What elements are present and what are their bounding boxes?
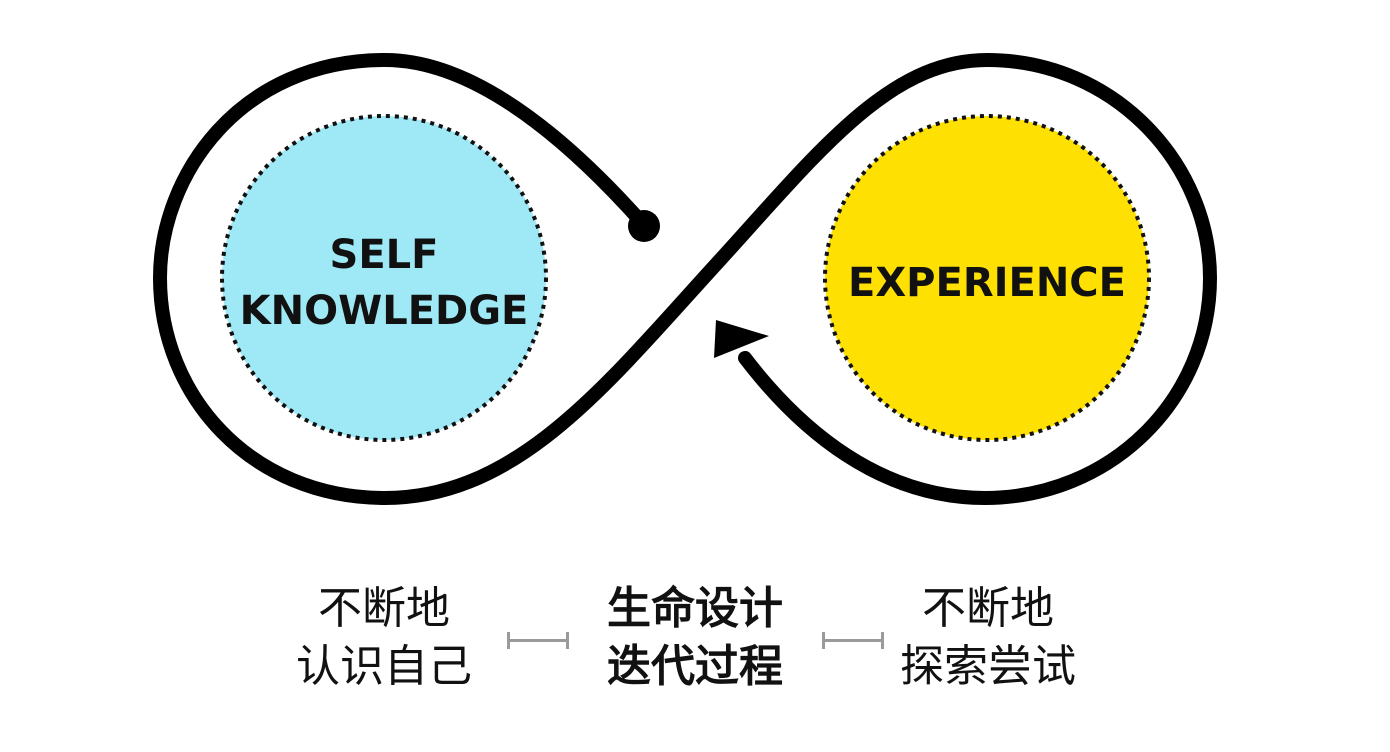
self-knowledge-label-line2: KNOWLEDGE	[240, 288, 529, 334]
caption-right-line2: 探索尝试	[900, 641, 1076, 692]
left-connector	[507, 632, 569, 649]
loop-start-dot	[628, 210, 660, 242]
caption-left-line2: 认识自己	[296, 641, 472, 692]
experience-circle	[823, 114, 1151, 442]
caption-center-line2: 迭代过程	[607, 641, 783, 692]
caption-center-line1: 生命设计	[607, 583, 783, 634]
caption-left-line1: 不断地	[318, 583, 450, 634]
caption-right-line1: 不断地	[922, 583, 1054, 634]
self-knowledge-circle	[220, 114, 548, 442]
caption-experience: 不断地 探索尝试	[888, 580, 1088, 696]
loop-arrowhead	[714, 320, 769, 358]
self-knowledge-label-line1: SELF	[330, 232, 439, 278]
caption-life-design: 生命设计 迭代过程	[590, 580, 800, 696]
right-connector	[822, 632, 884, 649]
caption-self-knowledge: 不断地 认识自己	[284, 580, 484, 696]
experience-label: EXPERIENCE	[848, 260, 1126, 306]
infinity-loop-path	[152, 52, 1218, 506]
